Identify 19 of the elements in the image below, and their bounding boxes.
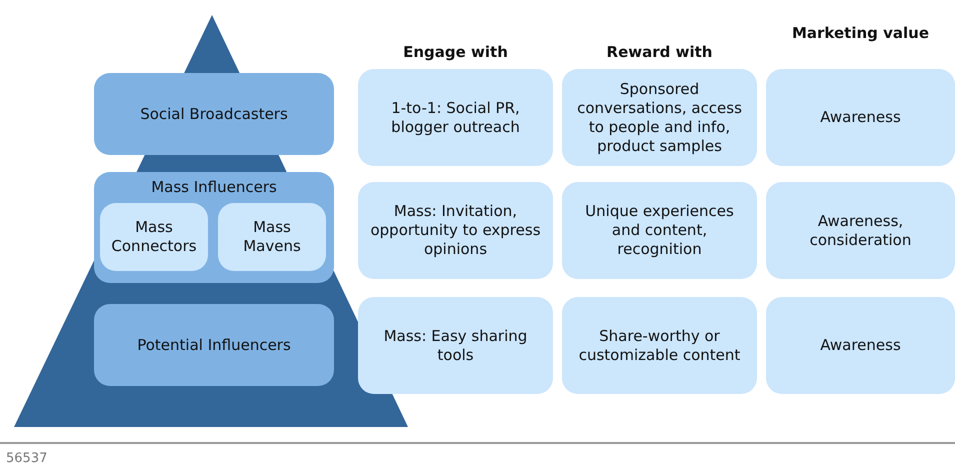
column-header: Engage with [402,43,509,62]
column-header: Reward with [606,43,714,62]
table-cell: Unique experiences and content, recognition [562,182,757,279]
tier-box: Social Broadcasters [94,73,334,155]
group-box [94,172,334,283]
table-cell: Awareness [766,297,955,394]
table-cell: 1-to-1: Social PR, blogger outreach [358,69,553,166]
tier-box: Potential Influencers [94,304,334,386]
figure-number: 56537 [6,450,48,463]
segment-box: Mass Mavens [218,203,326,271]
group-title: Mass Influencers [151,178,277,197]
table-cell: Mass: Invitation, opportunity to express opinions [358,182,553,279]
table-cell: Awareness, consideration [766,182,955,279]
table-cell: Share-worthy or customizable content [562,297,757,394]
column-header: Marketing value [790,24,930,43]
table-cell: Sponsored conversations, access to people and info, product samples [562,69,757,166]
table-cell: Mass: Easy sharing tools [358,297,553,394]
segment-box: Mass Connectors [100,203,208,271]
table-cell: Awareness [766,69,955,166]
